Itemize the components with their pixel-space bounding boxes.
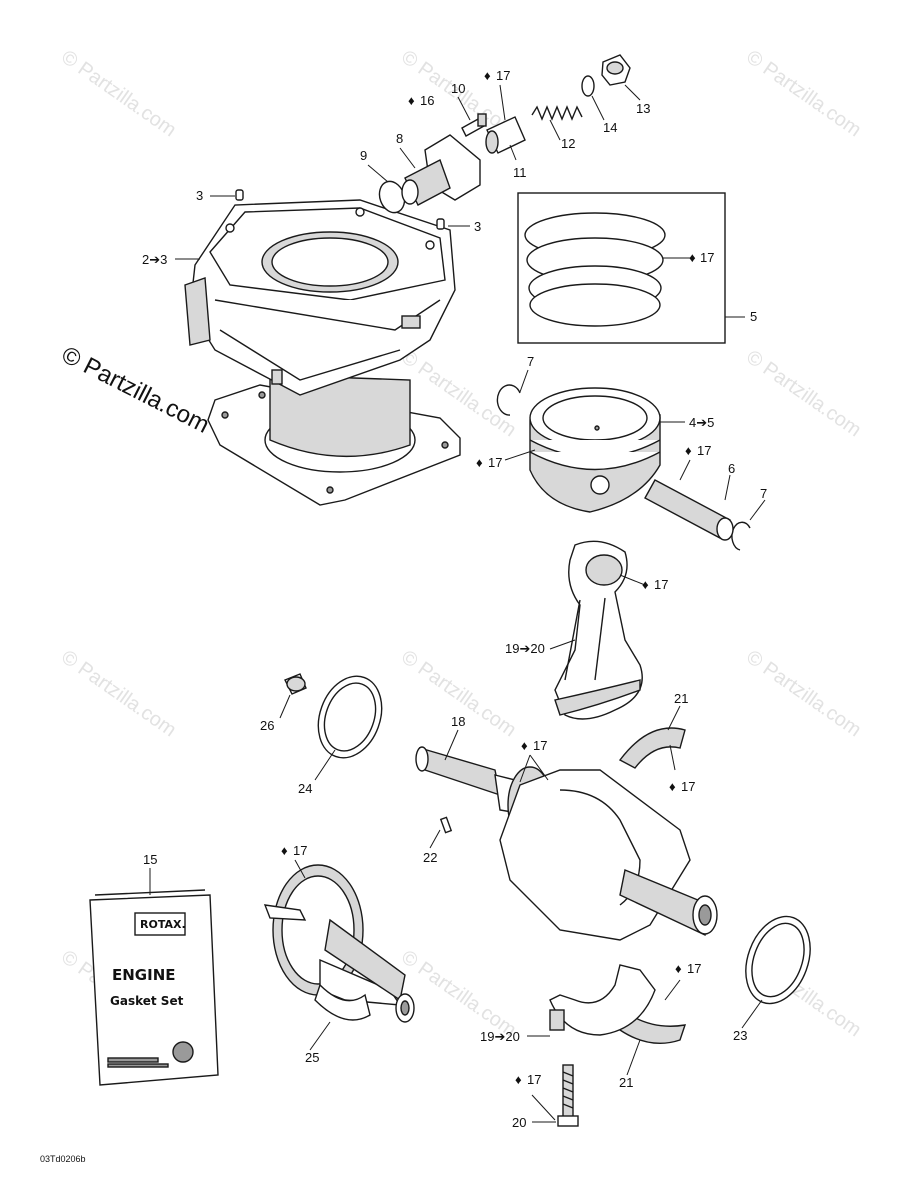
parts-drawing: ROTAX. ENGINE Gasket Set	[89, 54, 811, 1127]
callout-label: 17	[654, 577, 668, 592]
callout-label: 3	[196, 188, 203, 203]
callout-label: 11	[513, 165, 527, 180]
oil-drop-icon: ♦	[642, 577, 649, 592]
upper-bearing-shell	[618, 727, 686, 769]
callout-label: 17	[488, 455, 502, 470]
callout-label: 22	[423, 850, 437, 865]
woodruff-key	[439, 816, 453, 834]
crankshaft	[415, 746, 718, 941]
thrust-washer	[317, 675, 383, 759]
callout-label: 3	[474, 219, 481, 234]
callout-label: 17	[687, 961, 701, 976]
plug-screw	[601, 54, 631, 86]
tensioner-spring	[531, 105, 583, 121]
callout-label: 17	[496, 68, 510, 83]
callout-label: 20	[512, 1115, 526, 1130]
callout-label: 7	[760, 486, 767, 501]
dowel-pin	[436, 218, 445, 230]
callout-label: 4➔5	[689, 415, 714, 430]
watermark-main: © Partzilla.com	[57, 341, 213, 438]
callout-label: 6	[728, 461, 735, 476]
gasket-set-booklet	[89, 889, 219, 1086]
callout-label: 7	[527, 354, 534, 369]
callout-label: 2➔3	[142, 252, 167, 267]
callout-label: 25	[305, 1050, 319, 1065]
piston-pin-circlip	[496, 384, 521, 416]
callout-label: 16	[420, 93, 434, 108]
balancer-shaft	[263, 864, 415, 1023]
watermark: © Partzilla.com	[57, 46, 180, 141]
callout-label: 19➔20	[480, 1029, 520, 1044]
callouts: 3 2➔3 3 9 8 10 ♦ 16 ♦ 17 11 12 14 13 ♦ 1…	[142, 68, 767, 1130]
oil-drop-icon: ♦	[515, 1072, 522, 1087]
watermark: © Partzilla.com	[742, 46, 865, 141]
callout-label: 15	[143, 852, 157, 867]
oil-drop-icon: ♦	[521, 738, 528, 753]
watermark: © Partzilla.com	[742, 646, 865, 741]
oil-drop-icon: ♦	[281, 843, 288, 858]
callout-label: 12	[561, 136, 575, 151]
callout-label: 9	[360, 148, 367, 163]
tensioner-housing	[401, 134, 481, 206]
thrust-washer-crank	[745, 915, 811, 1005]
book-brand: ROTAX.	[140, 918, 186, 931]
diagram-code: 03Td0206b	[40, 1154, 86, 1164]
callout-label: 17	[527, 1072, 541, 1087]
callout-label: 24	[298, 781, 312, 796]
oil-drop-icon: ♦	[476, 455, 483, 470]
callout-label: 14	[603, 120, 617, 135]
leader-lines	[149, 84, 766, 1123]
callout-label: 10	[451, 81, 465, 96]
oil-drop-icon: ♦	[685, 443, 692, 458]
callout-label: 5	[750, 309, 757, 324]
small-screw	[461, 113, 487, 137]
watermark: © Partzilla.com	[57, 646, 180, 741]
piston-pin-circlip	[731, 521, 751, 551]
callout-label: 17	[533, 738, 547, 753]
oil-drop-icon: ♦	[484, 68, 491, 83]
piston-ring-set-box	[517, 192, 726, 344]
connecting-rod-cap	[549, 964, 656, 1036]
plug	[284, 673, 307, 695]
book-subtitle: Gasket Set	[110, 994, 184, 1008]
callout-label: 13	[636, 101, 650, 116]
callout-label: 21	[619, 1075, 633, 1090]
callout-label: 8	[396, 131, 403, 146]
callout-label: 21	[674, 691, 688, 706]
dowel-pin	[235, 189, 244, 201]
callout-label: 18	[451, 714, 465, 729]
book-title: ENGINE	[112, 966, 176, 984]
watermark: © Partzilla.com	[742, 346, 865, 441]
callout-label: 26	[260, 718, 274, 733]
oil-drop-icon: ♦	[675, 961, 682, 976]
connecting-rod-bolt	[557, 1064, 579, 1127]
callout-label: 17	[697, 443, 711, 458]
connecting-rod	[554, 540, 643, 720]
lower-bearing-shell	[619, 1014, 687, 1045]
callout-label: 19➔20	[505, 641, 545, 656]
tensioner-piston	[485, 116, 526, 154]
piston	[529, 387, 661, 513]
oil-drop-icon: ♦	[669, 779, 676, 794]
oil-drop-icon: ♦	[689, 250, 696, 265]
callout-label: 17	[700, 250, 714, 265]
watermark: © Partzilla.com	[397, 946, 520, 1041]
circlip	[581, 75, 595, 97]
cylinder	[184, 199, 456, 458]
callout-label: 17	[293, 843, 307, 858]
callout-label: 23	[733, 1028, 747, 1043]
piston-pin	[644, 479, 734, 541]
oil-drop-icon: ♦	[408, 93, 415, 108]
callout-label: 17	[681, 779, 695, 794]
